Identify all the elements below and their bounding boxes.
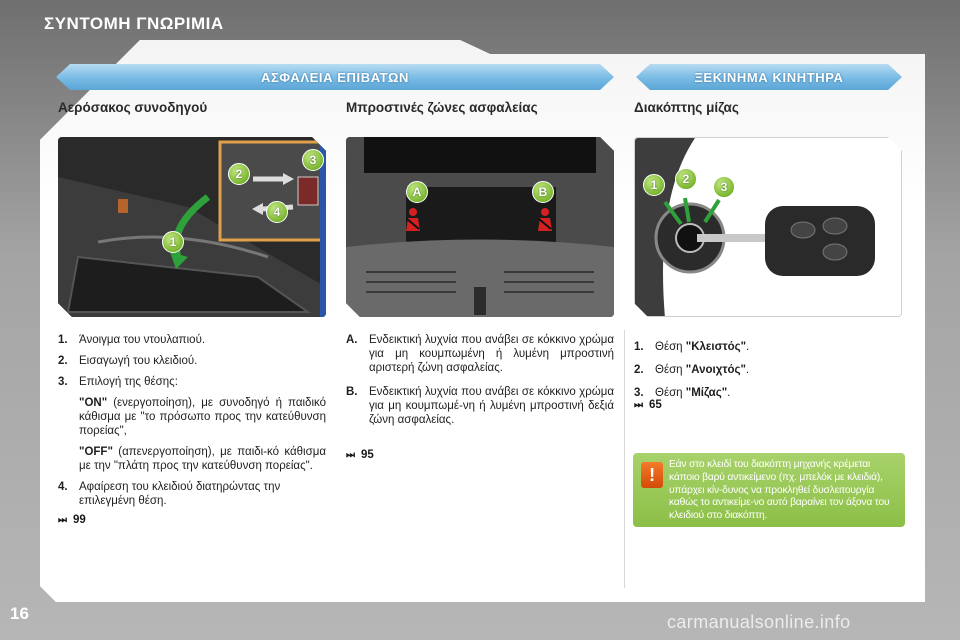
callout-2: 2 (228, 163, 250, 185)
callout-b: B (532, 181, 554, 203)
callout-a: A (406, 181, 428, 203)
callout-1: 1 (162, 231, 184, 253)
page-ref-99: ⏭99 (58, 514, 86, 526)
page-number: 16 (10, 604, 29, 623)
glovebox-illustration (58, 137, 326, 317)
ignition-positions: 1. Θέση "Κλειστός". 2. Θέση "Ανοιχτός". … (634, 340, 902, 407)
heading-front-seatbelts: Μπροστινές ζώνες ασφαλείας (346, 100, 538, 115)
callout-4: 4 (266, 201, 288, 223)
ignition-photo: 1 2 3 (634, 137, 902, 317)
warning-icon: ! (641, 462, 663, 488)
page-ref-95: ⏭95 (346, 449, 374, 461)
seatbelt-photo: A B (346, 137, 614, 317)
sub-item-off: "OFF" (απενεργοποίηση), με παιδι-κό κάθι… (79, 446, 326, 472)
list-item: 1. Άνοιγμα του ντουλαπιού. (58, 334, 206, 346)
page-title: ΣΥΝΤΟΜΗ ΓΝΩΡΙΜΙΑ (44, 14, 224, 33)
list-item: 4. Αφαίρεση του κλειδιού διατηρώντας την… (58, 481, 281, 507)
banner-passenger-safety: ΑΣΦΑΛΕΙΑ ΕΠΙΒΑΤΩΝ (56, 64, 614, 90)
column-divider (624, 330, 625, 588)
list-item: A. Ενδεικτική λυχνία που ανάβει σε κόκκι… (346, 334, 614, 374)
seatbelt-items: A. Ενδεικτική λυχνία που ανάβει σε κόκκι… (346, 333, 614, 434)
heading-passenger-airbag: Αερόσακος συνοδηγού (58, 100, 208, 115)
seatbelt-warning-icon (402, 207, 424, 233)
callout-2: 2 (675, 168, 697, 190)
ignition-illustration (635, 138, 902, 317)
airbag-photo: 1 2 3 4 (58, 137, 326, 317)
callout-3: 3 (302, 149, 324, 171)
banner-engine-start: ΞΕΚΙΝΗΜΑ ΚΙΝΗΤΗΡΑ (636, 64, 902, 90)
warning-text: Εάν στο κλειδί του διακόπτη μηχανής κρέμ… (669, 459, 890, 522)
warning-box: ! Εάν στο κλειδί του διακόπτη μηχανής κρ… (633, 453, 905, 527)
seatbelt-warning-icon (534, 207, 556, 233)
callout-1: 1 (643, 174, 665, 196)
next-arrow-icon: ⏭ (634, 400, 643, 411)
list-item: 3. Θέση "Μίζας". (634, 387, 731, 399)
next-arrow-icon: ⏭ (346, 450, 355, 461)
watermark: carmanualsonline.info (667, 612, 851, 632)
list-item: 2. Εισαγωγή του κλειδιού. (58, 355, 198, 367)
dashboard-illustration (346, 137, 614, 317)
list-item: 2. Θέση "Ανοιχτός". (634, 364, 750, 376)
callout-3: 3 (713, 176, 735, 198)
page-ref-65: ⏭65 (634, 399, 662, 411)
next-arrow-icon: ⏭ (58, 515, 67, 526)
heading-ignition-switch: Διακόπτης μίζας (634, 100, 739, 115)
airbag-steps: 1. Άνοιγμα του ντουλαπιού. 2. Εισαγωγή τ… (58, 333, 326, 515)
list-item: 3. Επιλογή της θέσης: (58, 376, 178, 388)
list-item: B. Ενδεικτική λυχνία που ανάβει σε κόκκι… (346, 386, 614, 426)
sub-item-on: "ON" (ενεργοποίηση), με συνοδηγό ή παιδι… (79, 397, 326, 437)
list-item: 1. Θέση "Κλειστός". (634, 341, 750, 353)
